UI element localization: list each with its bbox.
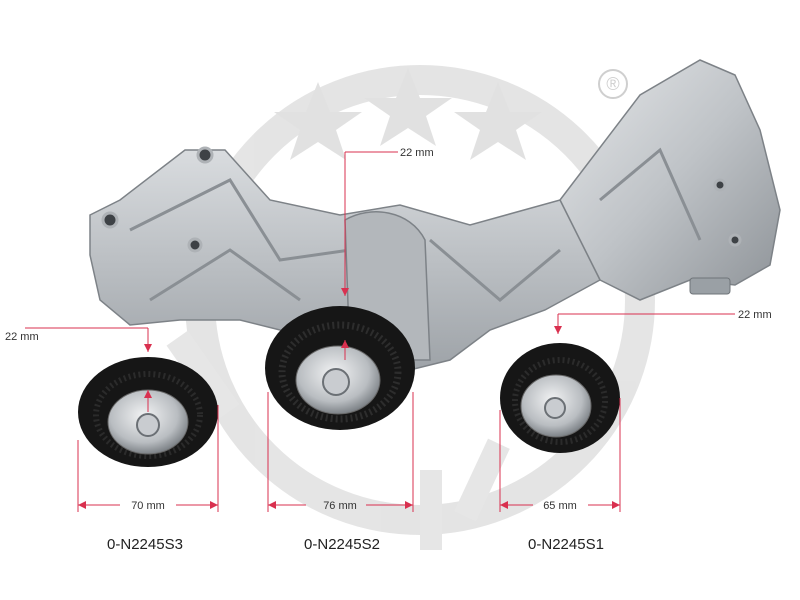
pulley-center	[265, 306, 415, 430]
watermark-stars	[274, 68, 542, 160]
watermark-letters	[166, 330, 510, 550]
dim-center-width: 76 mm	[323, 500, 357, 512]
part-label-right: 0-N2245S1	[528, 536, 604, 553]
dimension-lines	[25, 151, 735, 512]
part-label-center: 0-N2245S2	[304, 536, 380, 553]
dim-right-width: 65 mm	[543, 500, 577, 512]
dim-left-width: 70 mm	[131, 500, 165, 512]
part-label-left: 0-N2245S3	[107, 536, 183, 553]
pulley-right	[500, 343, 620, 453]
registered-mark: ®	[606, 74, 619, 94]
registered-mark-icon: ®	[598, 69, 628, 99]
dim-center-height: 22 mm	[400, 147, 434, 159]
dimension-arrows	[78, 288, 620, 509]
dim-right-height: 22 mm	[738, 309, 772, 321]
dim-left-height: 22 mm	[5, 331, 39, 343]
pulley-icon	[136, 413, 160, 437]
